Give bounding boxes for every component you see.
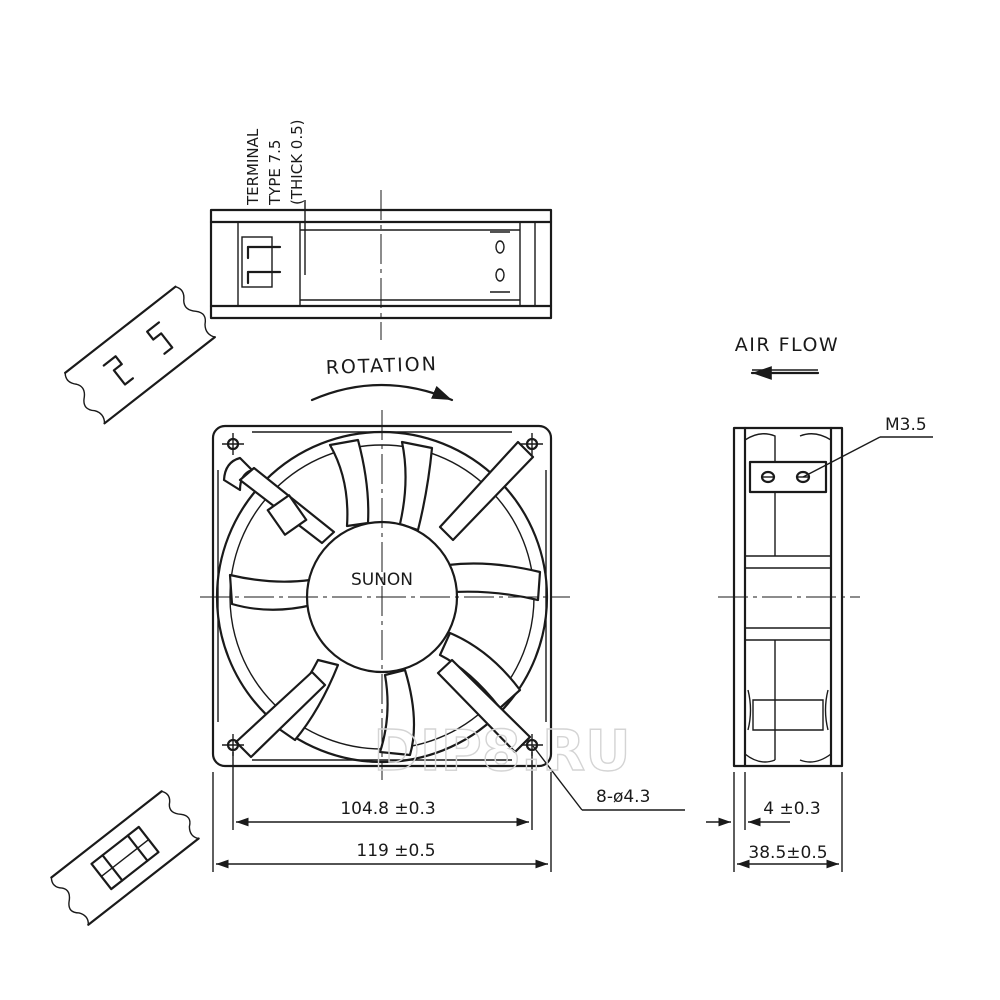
front-view: ROTATION SUNON: [200, 353, 685, 872]
terminal-note-line3: (THICK 0.5): [288, 119, 306, 205]
hole-callout: 8-ø4.3: [596, 787, 650, 807]
dim-width: 119 ±0.5: [356, 841, 435, 861]
top-view: TERMINAL TYPE 7.5 (THICK 0.5): [209, 119, 553, 340]
mounting-holes: [222, 433, 543, 756]
spokes: [234, 440, 535, 759]
dim-hole-pitch: 104.8 ±0.3: [340, 799, 435, 819]
wire-harness: [222, 456, 336, 545]
terminal-detail-upper: [64, 285, 216, 425]
dim-depth: 38.5±0.5: [748, 843, 827, 863]
dim-flange: 4 ±0.3: [763, 799, 821, 819]
side-view: AIR FLOW M3.5 4 ±0.3 38: [706, 334, 933, 872]
watermark: DIP8.RU: [373, 719, 630, 784]
terminal-detail-lower: [50, 790, 200, 926]
terminal-icon: [241, 236, 282, 288]
airflow-label: AIR FLOW: [735, 334, 839, 356]
terminal-note-line2: TYPE 7.5: [266, 140, 284, 206]
terminal-note-line1: TERMINAL: [244, 128, 262, 206]
rotation-label: ROTATION: [325, 353, 438, 379]
screw-callout: M3.5: [885, 415, 927, 435]
